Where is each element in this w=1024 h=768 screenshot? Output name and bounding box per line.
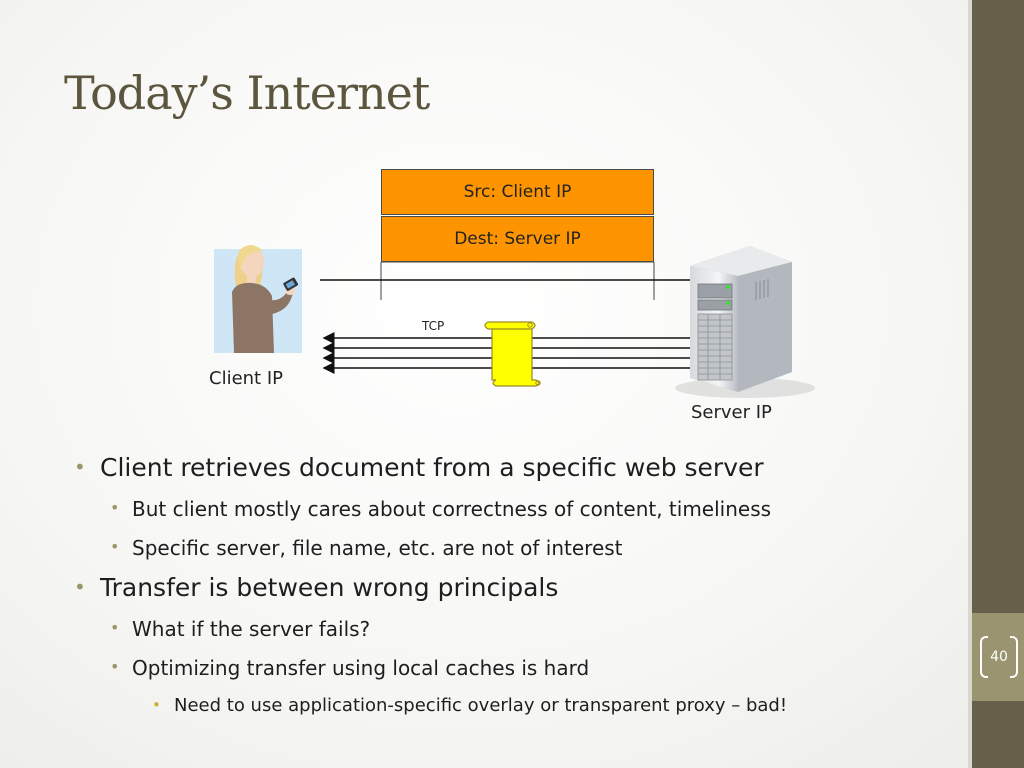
document-scroll-icon [484,321,541,387]
bullet-dot-icon: • [152,696,161,714]
bullet-item: • Client retrieves document from a specif… [74,452,954,494]
bullet-text: Specific server, file name, etc. are not… [132,536,623,560]
sidebar-edge [968,0,972,768]
left-bracket-icon [980,636,988,678]
packet-frame [380,261,655,300]
tcp-label: TCP [422,319,445,333]
bullet-dot-icon: • [110,537,120,556]
bullet-item: • Specific server, file name, etc. are no… [74,533,954,572]
client-person-icon [214,245,302,353]
bullet-dot-icon: • [110,657,120,676]
bullet-text: Optimizing transfer using local caches i… [132,656,590,680]
client-ip-label: Client IP [209,368,283,389]
right-bracket-icon [1010,636,1018,678]
bullet-text: Transfer is between wrong principals [100,573,559,602]
page-number: 40 [980,636,1018,678]
bullet-text: But client mostly cares about correctnes… [132,497,772,521]
server-icon [675,246,815,398]
packet-dest-field: Dest: Server IP [381,216,654,262]
slide-title: Today’s Internet [64,66,430,120]
bullet-dot-icon: • [110,618,120,637]
page-number-text: 40 [990,649,1008,665]
bullet-text: Client retrieves document from a specifi… [100,453,764,482]
bullet-item: • Need to use application-specific overla… [74,692,954,726]
bullet-dot-icon: • [110,498,120,517]
bullet-dot-icon: • [74,575,86,599]
network-diagram [214,245,815,398]
bullet-item: • What if the server fails? [74,614,954,653]
server-ip-label: Server IP [691,402,772,423]
bullet-text: What if the server fails? [132,617,371,641]
bullet-item: • But client mostly cares about correctne… [74,494,954,533]
packet-src-field: Src: Client IP [381,169,654,215]
bullet-list: • Client retrieves document from a specif… [74,452,954,726]
bullet-dot-icon: • [74,455,86,479]
bullet-text: Need to use application-specific overlay… [174,695,788,716]
bullet-item: • Transfer is between wrong principals [74,572,954,614]
bullet-item: • Optimizing transfer using local caches … [74,653,954,692]
